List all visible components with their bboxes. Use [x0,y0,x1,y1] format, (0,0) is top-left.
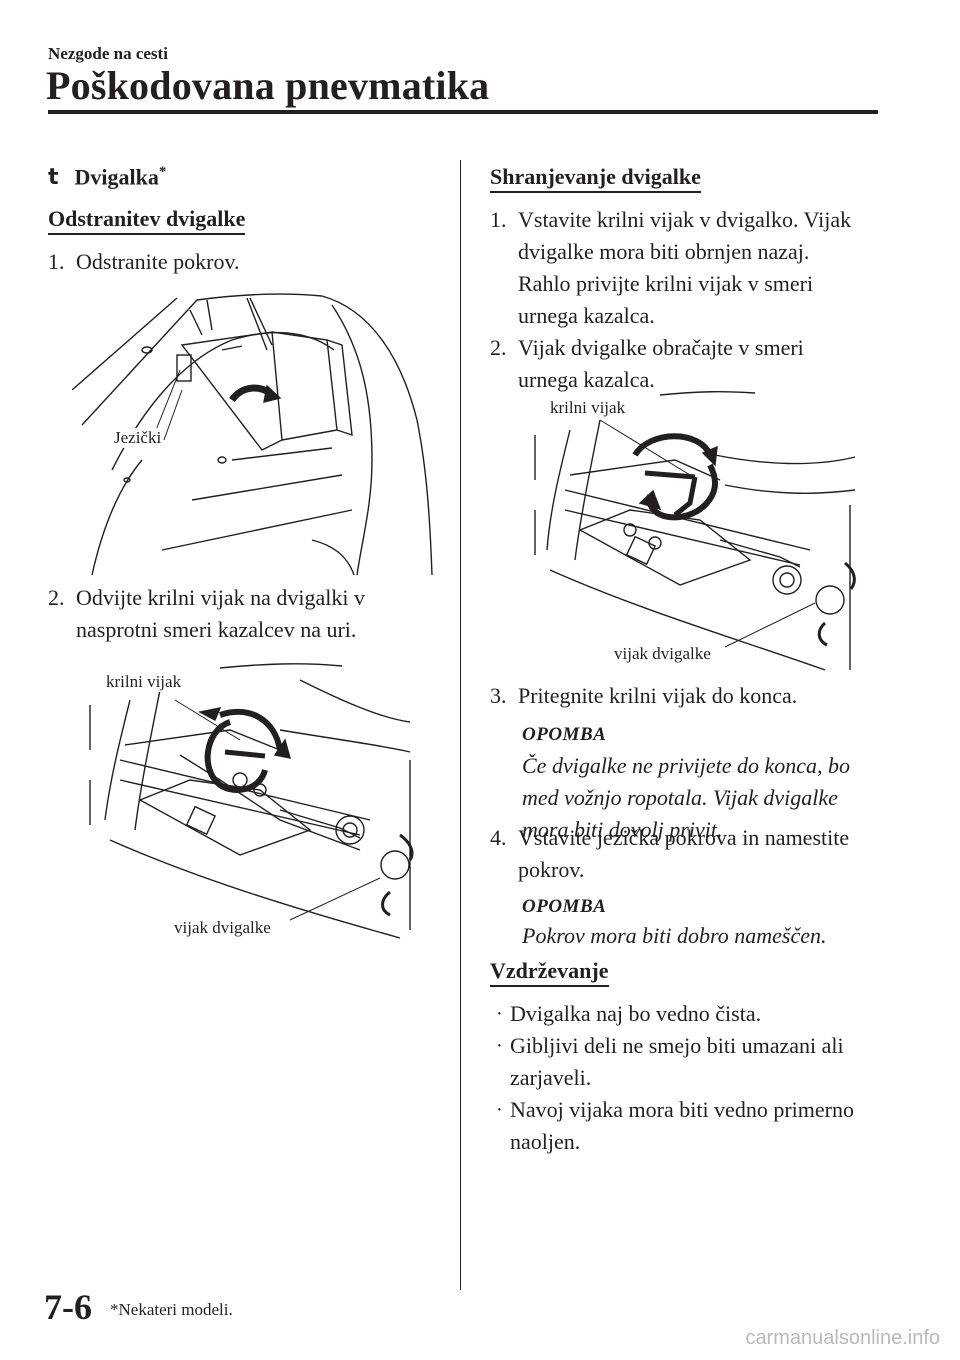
list-item: · Navoj vijaka mora biti vedno primerno … [490,1094,910,1158]
figure-label-jack-screw: vijak dvigalke [172,918,273,938]
note-text: Če dvigalke ne privijete do konca, bo me… [522,750,922,846]
breadcrumb: Nezgode na cesti [48,44,168,63]
step-text: Pritegnite krilni vijak do konca. [518,683,798,708]
page-number: 7-6 [44,1287,92,1327]
subsection-heading-maintenance: Vzdrževanje [490,958,609,987]
step-text-line2: nasprotni smeri kazalcev na uri. [76,617,357,642]
section-marker: t [48,165,59,191]
step-text-line: urnega kazalca. [518,303,655,328]
step-text-line: Rahlo privijte krilni vijak v smeri [518,271,814,296]
step-text-line1: Odvijte krilni vijak na dvigalki v [76,585,366,610]
bullet-dot: · [496,1099,503,1121]
section-heading: t Dvigalka* [48,164,166,190]
step-number: 4. [490,825,507,850]
footnote: *Nekateri modeli. [110,1300,233,1319]
note-line: mora biti dovolj privit. [522,817,723,842]
step-text: Odstranite pokrov. [76,249,240,274]
list-item-text: Gibljivi deli ne smejo biti umazani ali [510,1033,844,1058]
note-text: Pokrov mora biti dobro nameščen. [522,923,827,948]
list-item: · Gibljivi deli ne smejo biti umazani al… [490,1030,910,1094]
step-number: 1. [48,249,65,274]
note-label: OPOMBA [522,896,607,917]
list-item-text: Navoj vijaka mora biti vedno primerno [510,1097,854,1122]
note-line: med vožnjo ropotala. Vijak dvigalke [522,785,838,810]
step-number: 2. [490,335,507,360]
step-text-line: urnega kazalca. [518,367,655,392]
figure-label-jack-screw: vijak dvigalke [612,644,713,664]
list-item-text: Dvigalka naj bo vedno čista. [510,1001,762,1026]
note-label: OPOMBA [522,724,607,745]
list-item-text: zarjaveli. [510,1065,592,1090]
section-title: Dvigalka [74,164,159,190]
step-text-line: Vstavite krilni vijak v dvigalko. Vijak [518,207,852,232]
figure-label-tabs: Jezički [112,428,164,448]
step-text-line: Vijak dvigalke obračajte v smeri [518,335,804,360]
watermark: carmanualsonline.info [745,1327,940,1349]
list-item-text: naoljen. [510,1129,581,1154]
step-number: 1. [490,207,507,232]
figure-label-wing-bolt: krilni vijak [104,672,184,692]
step-text-line: pokrov. [518,857,585,882]
figure-jack-loosen [80,660,420,950]
note-line: Če dvigalke ne privijete do konca, bo [522,753,851,778]
step-number: 3. [490,683,507,708]
maintenance-list: · Dvigalka naj bo vedno čista. · Gibljiv… [490,998,910,1168]
list-item: · Dvigalka naj bo vedno čista. [490,998,910,1030]
bullet-dot: · [496,1035,503,1057]
figure-trunk-cover [72,290,442,580]
figure-jack-store [525,385,865,675]
subsection-heading-removal: Odstranitev dvigalke [48,206,246,235]
page-title: Poškodovana pnevmatika [46,63,490,108]
step-number: 2. [48,585,65,610]
step-text-line: Vstavite jezička pokrova in namestite [518,825,850,850]
bullet-dot: · [496,1003,503,1025]
figure-label-wing-bolt: krilni vijak [548,398,628,418]
column-divider [460,160,461,1290]
subsection-heading-storage: Shranjevanje dvigalke [490,164,701,193]
step-text-line: dvigalke mora biti obrnjen nazaj. [518,239,810,264]
section-star: * [158,164,167,180]
title-rule [48,110,878,114]
